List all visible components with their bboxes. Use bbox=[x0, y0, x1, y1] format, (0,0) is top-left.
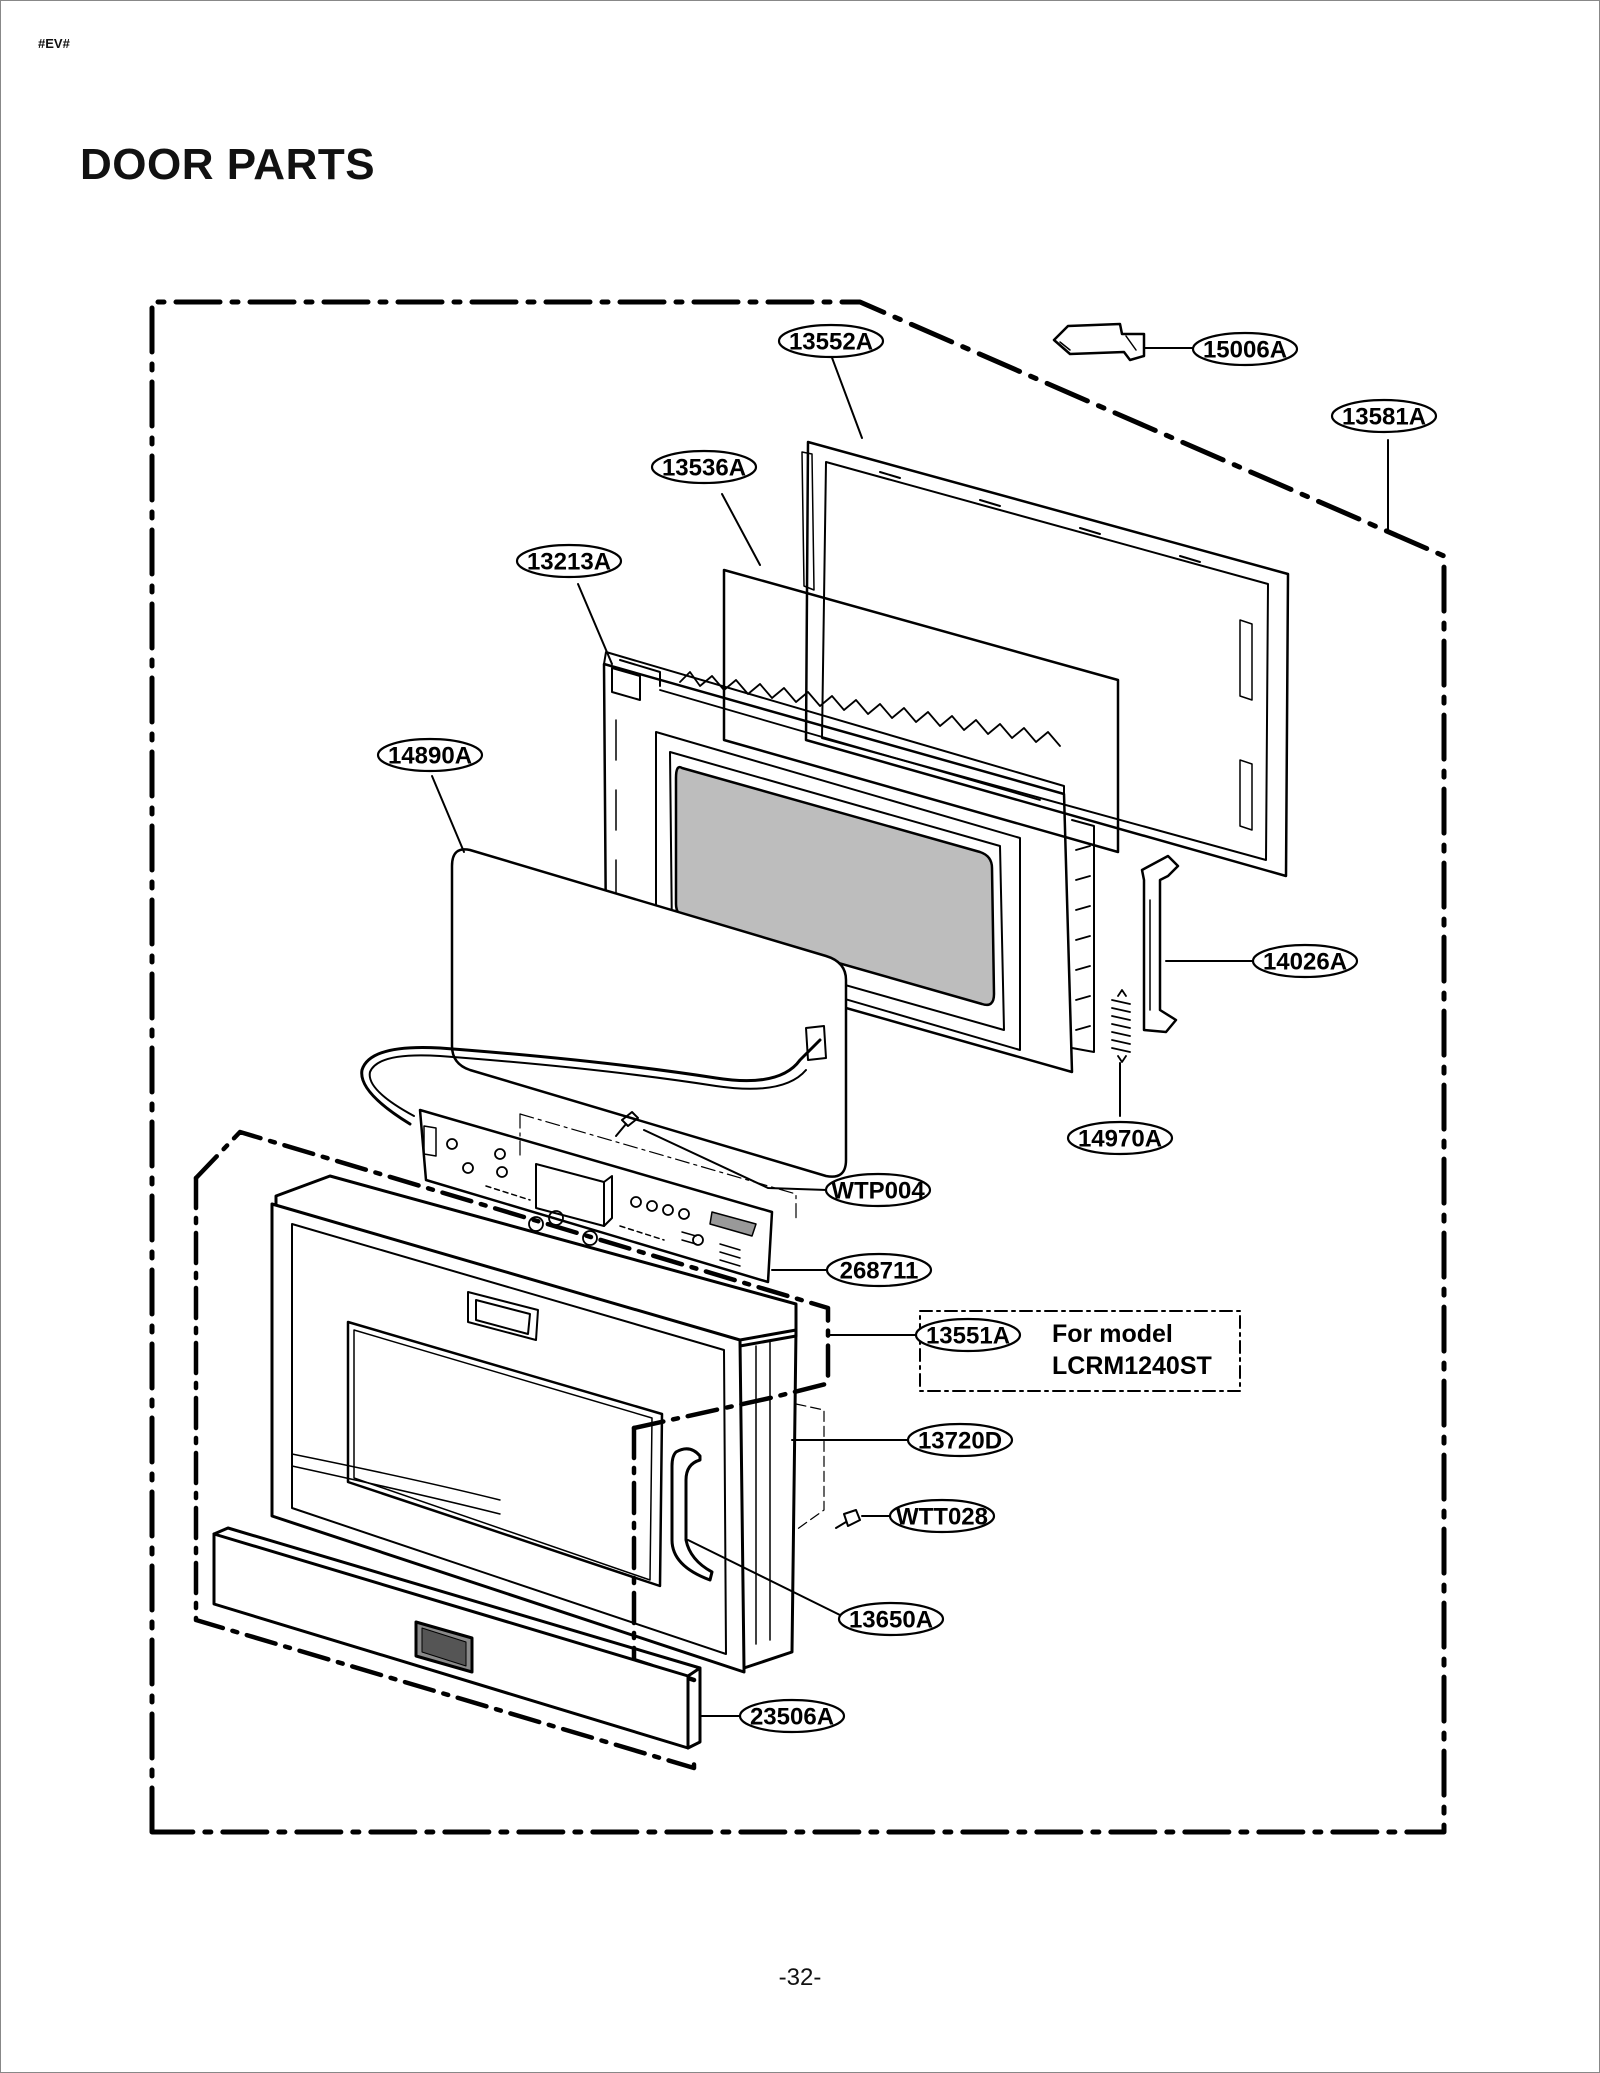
part-handle-13650A bbox=[670, 1447, 714, 1582]
callout-WTT028 bbox=[888, 1498, 996, 1534]
label-13213A: 13213A bbox=[527, 549, 611, 576]
side-guide-dashes bbox=[795, 1403, 825, 1531]
corner-tag: #EV# bbox=[38, 36, 70, 51]
callout-23506A bbox=[738, 1698, 846, 1734]
part-harness-wire bbox=[360, 1025, 827, 1126]
label-13581A: 13581A bbox=[1342, 404, 1426, 431]
part-pcb-268711 bbox=[418, 1108, 774, 1284]
label-14970A: 14970A bbox=[1078, 1126, 1162, 1153]
callout-13536A bbox=[650, 449, 758, 485]
callout-ellipses bbox=[376, 323, 1438, 1734]
part-screw-WTP004 bbox=[615, 1111, 639, 1137]
label-13720D: 13720D bbox=[918, 1428, 1002, 1455]
note-line-1: For model bbox=[1052, 1320, 1173, 1348]
page-number: -32- bbox=[778, 1964, 822, 1991]
label-WTP004: WTP004 bbox=[831, 1178, 925, 1205]
part-latch-14026A bbox=[1140, 854, 1180, 1034]
page-title: DOOR PARTS bbox=[80, 140, 376, 189]
label-13650A: 13650A bbox=[849, 1607, 933, 1634]
part-door-frame-13720D bbox=[270, 1174, 798, 1674]
callout-14890A bbox=[376, 737, 484, 773]
callout-13720D bbox=[906, 1422, 1014, 1458]
callout-13552A bbox=[777, 323, 885, 359]
label-15006A: 15006A bbox=[1203, 337, 1287, 364]
assembly-boundary-13581A bbox=[149, 299, 1447, 1835]
label-23506A: 23506A bbox=[750, 1704, 834, 1731]
label-13551A: 13551A bbox=[926, 1323, 1010, 1350]
part-panel-13536A bbox=[722, 568, 1120, 854]
callout-14026A bbox=[1251, 943, 1359, 979]
label-14026A: 14026A bbox=[1263, 949, 1347, 976]
label-WTT028: WTT028 bbox=[896, 1504, 988, 1531]
part-spring-14970A bbox=[1111, 989, 1131, 1063]
callout-13650A bbox=[837, 1601, 945, 1637]
callout-13551A bbox=[914, 1317, 1022, 1353]
callout-13581A bbox=[1330, 398, 1438, 434]
part-cover-14890A bbox=[450, 848, 848, 1178]
part-door-inner-13213A bbox=[602, 651, 1095, 1074]
part-screw-WTT028 bbox=[835, 1509, 861, 1529]
label-14890A: 14890A bbox=[388, 743, 472, 770]
callout-WTP004 bbox=[824, 1172, 932, 1208]
part-bracket-15006A bbox=[1052, 322, 1146, 362]
callout-13213A bbox=[515, 543, 623, 579]
pcb-mount-guides bbox=[519, 1113, 797, 1221]
label-13536A: 13536A bbox=[662, 455, 746, 482]
label-268711: 268711 bbox=[840, 1258, 919, 1285]
note-line-2: LCRM1240ST bbox=[1052, 1352, 1212, 1380]
leader-lines bbox=[431, 347, 1389, 1717]
part-frame-13552A bbox=[801, 440, 1290, 878]
note-box bbox=[919, 1310, 1241, 1392]
callout-15006A bbox=[1191, 331, 1299, 367]
callout-268711 bbox=[825, 1252, 933, 1288]
callout-14970A bbox=[1066, 1120, 1174, 1156]
label-13552A: 13552A bbox=[789, 329, 873, 356]
part-trim-23506A bbox=[212, 1526, 702, 1750]
